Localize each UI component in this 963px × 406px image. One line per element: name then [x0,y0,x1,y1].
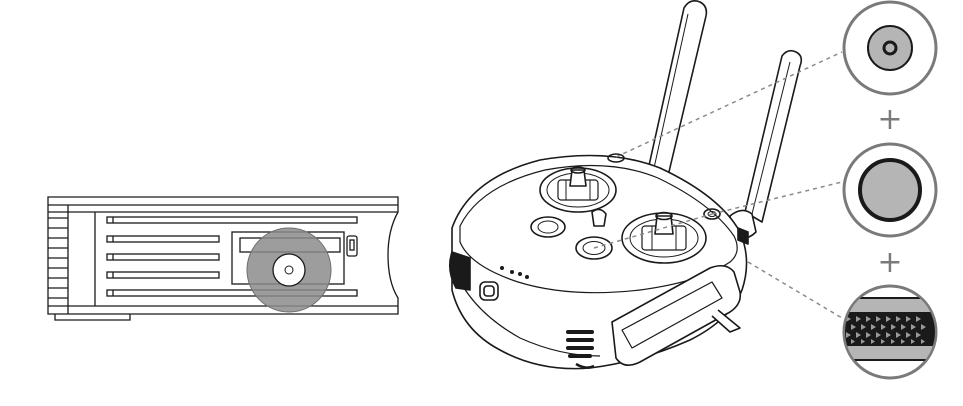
button-center-round [575,236,613,260]
antenna-right [744,49,803,223]
button-left-round [530,216,566,238]
device-holder [611,264,742,366]
button-top-icon [867,25,913,71]
device-side-view [47,196,399,321]
remote-controller [448,0,803,370]
dial-wheel-icon [845,312,935,346]
antenna-left [647,0,708,177]
plus-separator-2: + [877,245,903,280]
callout-round-button [842,142,938,238]
plus-separator-1: + [877,102,903,137]
side-vent [48,217,68,299]
callout-small-button [842,0,938,96]
port-button-icon [272,253,306,287]
status-leds [500,266,529,279]
slot-row [106,216,358,297]
front-vent [566,330,594,358]
leader-lines [593,51,843,319]
controller-body [451,154,748,370]
callout-dial [842,284,938,380]
round-button-icon [858,158,922,222]
